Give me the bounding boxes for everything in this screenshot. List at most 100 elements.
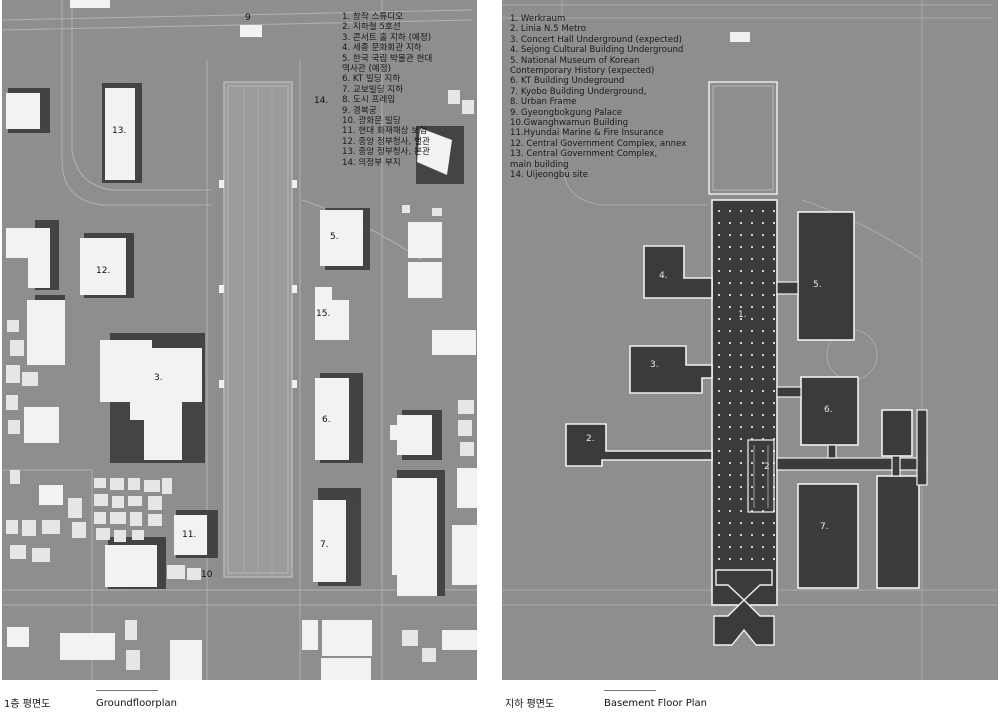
- column-dot: [751, 462, 753, 464]
- column-dot: [773, 246, 775, 248]
- column-dot: [762, 318, 764, 320]
- legend-item: 5. National Museum of Korean: [510, 55, 640, 66]
- building-marker: 5.: [330, 232, 339, 242]
- column-dot: [773, 294, 775, 296]
- column-dot: [740, 246, 742, 248]
- column-dot: [718, 486, 720, 488]
- column-dot: [718, 342, 720, 344]
- column-dot: [773, 342, 775, 344]
- column-dot: [751, 390, 753, 392]
- column-dot: [751, 414, 753, 416]
- column-dot: [718, 222, 720, 224]
- column-dot: [718, 318, 720, 320]
- column-dot: [729, 534, 731, 536]
- building-marker: 9: [245, 13, 251, 23]
- column-dot: [729, 390, 731, 392]
- column-dot: [773, 438, 775, 440]
- column-dot: [740, 486, 742, 488]
- legend-item: 7. 교보빌딩 지하: [342, 84, 404, 95]
- column-dot: [751, 534, 753, 536]
- column-dot: [718, 234, 720, 236]
- column-dot: [740, 414, 742, 416]
- column-dot: [718, 510, 720, 512]
- column-dot: [718, 522, 720, 524]
- column-dot: [762, 438, 764, 440]
- column-dot: [718, 426, 720, 428]
- column-dot: [762, 414, 764, 416]
- legend-item: 2. Linia N.5 Metro: [510, 24, 586, 35]
- space-marker: 3.: [650, 360, 659, 370]
- column-dot: [718, 294, 720, 296]
- column-dot: [729, 438, 731, 440]
- legend-item: 3. Concert Hall Underground (expected): [510, 34, 683, 45]
- column-dot: [729, 330, 731, 332]
- column-dot: [751, 306, 753, 308]
- legend-item: 3. 콘서트 홀 지하 (예정): [342, 32, 432, 43]
- building-marker: 7.: [320, 540, 329, 550]
- column-dot: [718, 462, 720, 464]
- column-dot: [751, 246, 753, 248]
- column-dot: [773, 222, 775, 224]
- basement-caption-en: Basement Floor Plan: [604, 698, 708, 709]
- legend-item: 4. 세종 문화회관 지하: [342, 43, 422, 54]
- legend-item: 12. Central Government Complex, annex: [510, 138, 687, 149]
- column-dot: [751, 498, 753, 500]
- column-dot: [762, 462, 764, 464]
- column-dot: [751, 210, 753, 212]
- column-dot: [762, 234, 764, 236]
- column-dot: [762, 282, 764, 284]
- column-dot: [718, 402, 720, 404]
- column-dot: [718, 390, 720, 392]
- column-dot: [762, 222, 764, 224]
- column-dot: [740, 354, 742, 356]
- column-dot: [762, 474, 764, 476]
- column-dot: [718, 498, 720, 500]
- column-dot: [762, 498, 764, 500]
- column-dot: [751, 342, 753, 344]
- column-dot: [762, 546, 764, 548]
- basement-floor-plan: 1. Werkraum 2. Linia N.5 Metro 3. Concer…: [502, 0, 998, 680]
- legend-item: 1. 창작 스튜디오: [342, 12, 404, 22]
- column-dot: [740, 234, 742, 236]
- column-dot: [773, 306, 775, 308]
- column-dot: [729, 510, 731, 512]
- column-dot: [729, 306, 731, 308]
- space-marker: 2.: [586, 434, 595, 444]
- column-dot: [762, 294, 764, 296]
- column-dot: [740, 318, 742, 320]
- column-dot: [762, 306, 764, 308]
- column-dot: [773, 558, 775, 560]
- column-dot: [751, 234, 753, 236]
- column-dot: [729, 546, 731, 548]
- column-dot: [718, 366, 720, 368]
- building-marker: 10: [201, 570, 213, 580]
- column-dot: [718, 246, 720, 248]
- column-dot: [762, 270, 764, 272]
- legend-item: 8. Urban Frame: [510, 97, 577, 108]
- column-dot: [718, 330, 720, 332]
- column-dot: [729, 210, 731, 212]
- column-dot: [729, 342, 731, 344]
- column-dot: [751, 222, 753, 224]
- legend-item: 7. Kyobo Building Underground,: [510, 86, 647, 97]
- column-dot: [762, 450, 764, 452]
- building-marker: 6.: [322, 415, 331, 425]
- column-dot: [773, 318, 775, 320]
- column-dot: [773, 270, 775, 272]
- column-dot: [751, 426, 753, 428]
- space-marker: 5.: [813, 280, 822, 290]
- column-dot: [740, 210, 742, 212]
- basement-legend: 1. Werkraum 2. Linia N.5 Metro 3. Concer…: [510, 14, 686, 181]
- legend-item: 6. KT Building Undeground: [510, 76, 625, 87]
- column-dot: [740, 330, 742, 332]
- column-dot: [718, 534, 720, 536]
- column-dot: [718, 474, 720, 476]
- legend-item: 10.Gwanghwamun Building: [510, 118, 629, 129]
- column-dot: [773, 426, 775, 428]
- column-dot: [718, 378, 720, 380]
- column-dot: [718, 558, 720, 560]
- column-dot: [729, 258, 731, 260]
- space-marker: 6.: [824, 405, 833, 415]
- column-dot: [740, 390, 742, 392]
- legend-item: 10. 광화문 빌딩: [342, 116, 401, 127]
